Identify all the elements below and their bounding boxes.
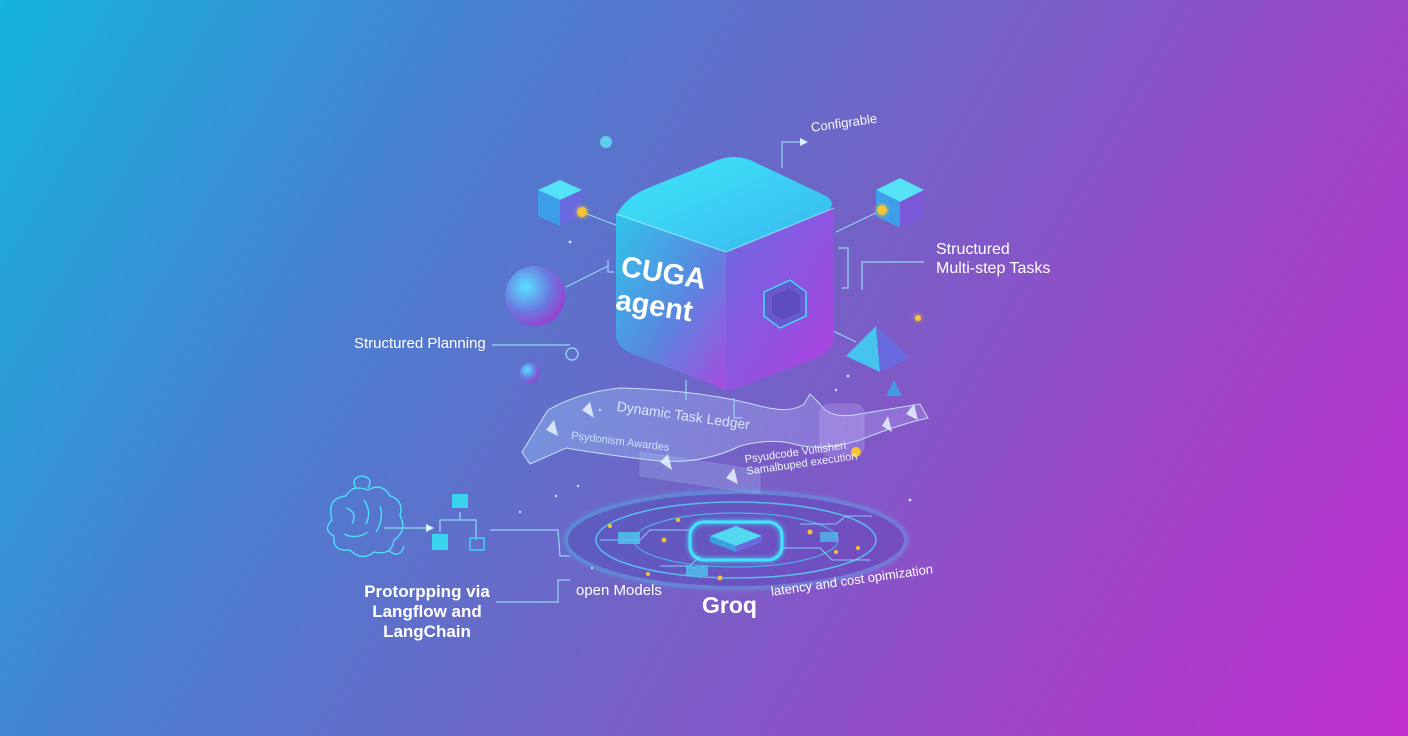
label-prototyping: Protorpping via Langflow and LangChain [364, 582, 490, 641]
label-structured-tasks: Structured Multi-step Tasks [936, 241, 1051, 277]
small-pyramid-icon [886, 380, 902, 396]
arrow-icon [800, 138, 808, 146]
cuga-cube [615, 157, 835, 391]
small-sphere-icon [520, 363, 540, 383]
label-structured-planning: Structured Planning [354, 335, 486, 352]
small-cube-icon [538, 180, 582, 226]
small-sphere-icon [600, 136, 612, 148]
sphere-icon [505, 266, 565, 326]
task-ledger-ribbon [521, 387, 929, 495]
small-cube-icon [876, 178, 924, 228]
brain-icon [326, 475, 405, 558]
flow-nodes-icon [432, 494, 485, 551]
platform-disc [564, 490, 908, 590]
label-open-models: open Models [576, 582, 662, 599]
pyramid-icon [846, 326, 910, 372]
arrow-icon [426, 524, 434, 532]
label-groq: Groq [702, 592, 757, 618]
node-ring-icon [565, 347, 579, 361]
